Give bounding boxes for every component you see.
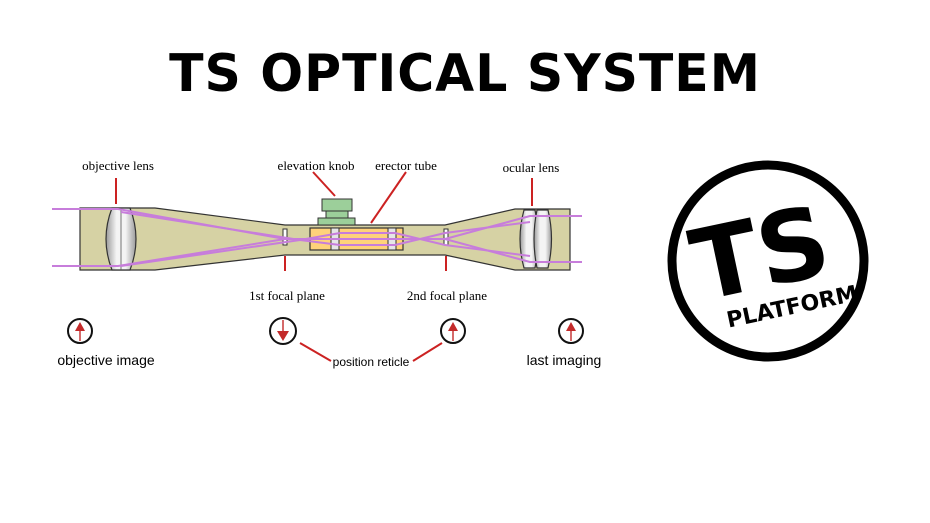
objective-lens-label: objective lens — [82, 158, 154, 173]
second-plane-up-arrow-icon — [440, 318, 466, 344]
erector-tube-label: erector tube — [375, 158, 437, 173]
logo-main-text: TS — [681, 184, 839, 324]
objective-image-label: objective image — [57, 352, 154, 368]
last-imaging-up-arrow-icon — [558, 318, 584, 344]
second-focal-plane-reticle — [443, 228, 449, 246]
position-reticle-label: position reticle — [333, 355, 410, 369]
objective-lens — [105, 207, 137, 271]
objective-image-up-arrow-icon — [67, 318, 93, 344]
elevation-knob — [317, 198, 356, 226]
leader-lines — [115, 171, 533, 362]
last-imaging-label: last imaging — [527, 352, 602, 368]
first-plane-down-arrow-icon — [269, 317, 297, 345]
ocular-lens-label: ocular lens — [503, 160, 560, 175]
light-rays — [52, 208, 582, 267]
second-focal-plane-label: 2nd focal plane — [407, 288, 487, 303]
ocular-lens — [519, 209, 553, 269]
elevation-knob-label: elevation knob — [278, 158, 355, 173]
ts-platform-logo: TS PLATFORM — [667, 160, 869, 362]
first-focal-plane-label: 1st focal plane — [249, 288, 325, 303]
page-title: TS OPTICAL SYSTEM — [169, 44, 761, 104]
